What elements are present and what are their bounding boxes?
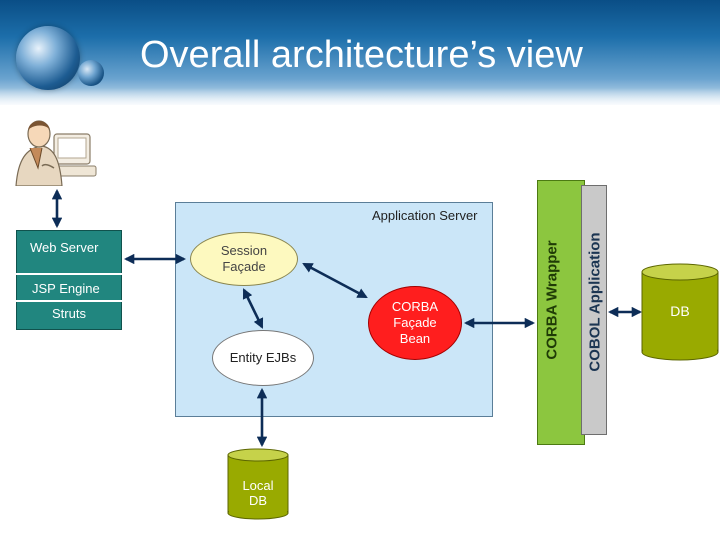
corba-bean-label-line: CORBA — [391, 299, 439, 314]
small-globe-icon — [78, 60, 104, 86]
web-server-divider — [16, 300, 122, 302]
header-fade — [0, 88, 720, 108]
local-db-label: Local DB — [228, 478, 288, 508]
struts-label: Struts — [52, 306, 86, 321]
corba-bean-label-line: Bean — [399, 331, 431, 346]
slide-title: Overall architecture’s view — [140, 34, 583, 76]
session-facade-label-line: Session — [220, 243, 268, 258]
arrow-session-corba — [302, 262, 368, 299]
local-db-label-line: Local — [242, 478, 274, 493]
user-at-computer-icon — [15, 120, 97, 186]
web-server-label: Web Server — [30, 240, 99, 255]
entity-ejbs-label: Entity EJBs — [229, 350, 297, 365]
corba-bean-label-line: Façade — [393, 315, 437, 330]
entity-ejbs-node: Entity EJBs — [212, 330, 314, 386]
corba-wrapper-box — [537, 180, 585, 445]
cobol-application-box — [581, 185, 607, 435]
jsp-engine-label: JSP Engine — [32, 281, 100, 296]
globe-logo-icon — [16, 26, 80, 90]
header-banner — [0, 0, 720, 105]
session-facade-node: Session Façade — [190, 232, 298, 286]
corba-facade-bean-node: CORBA Façade Bean — [368, 286, 462, 360]
local-db-cylinder — [227, 448, 289, 520]
arrow-session-entity — [242, 288, 264, 329]
db-label: DB — [670, 303, 690, 319]
session-facade-label-line: Façade — [222, 259, 266, 274]
web-server-divider — [16, 273, 122, 275]
local-db-label-line: DB — [248, 493, 268, 508]
application-server-label: Application Server — [372, 208, 478, 223]
db-cylinder — [641, 263, 719, 361]
web-server-box — [16, 230, 122, 330]
